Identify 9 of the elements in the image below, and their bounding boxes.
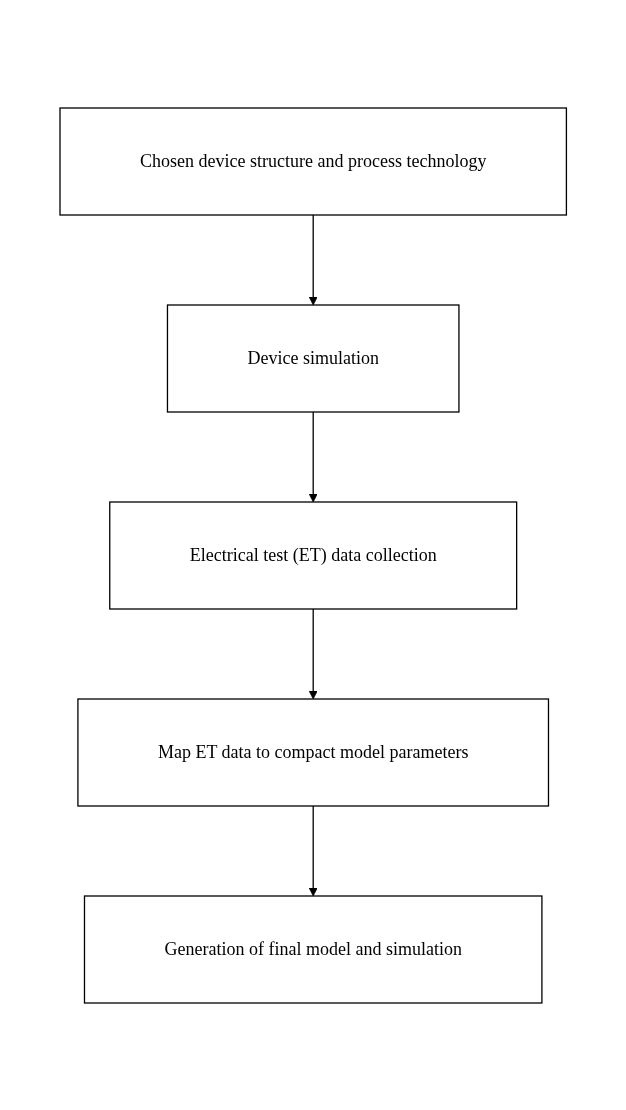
node-box: Electrical test (ET) data collection	[108, 500, 518, 610]
node-box: Device simulation	[166, 303, 460, 413]
arrow	[308, 410, 318, 502]
arrow	[308, 607, 318, 699]
arrow	[308, 213, 318, 305]
arrow	[308, 804, 318, 896]
node-box: Generation of final model and simulation	[83, 894, 543, 1004]
node-box: Map ET data to compact model parameters	[77, 697, 549, 807]
node-box: Chosen device structure and process technology	[59, 106, 567, 216]
